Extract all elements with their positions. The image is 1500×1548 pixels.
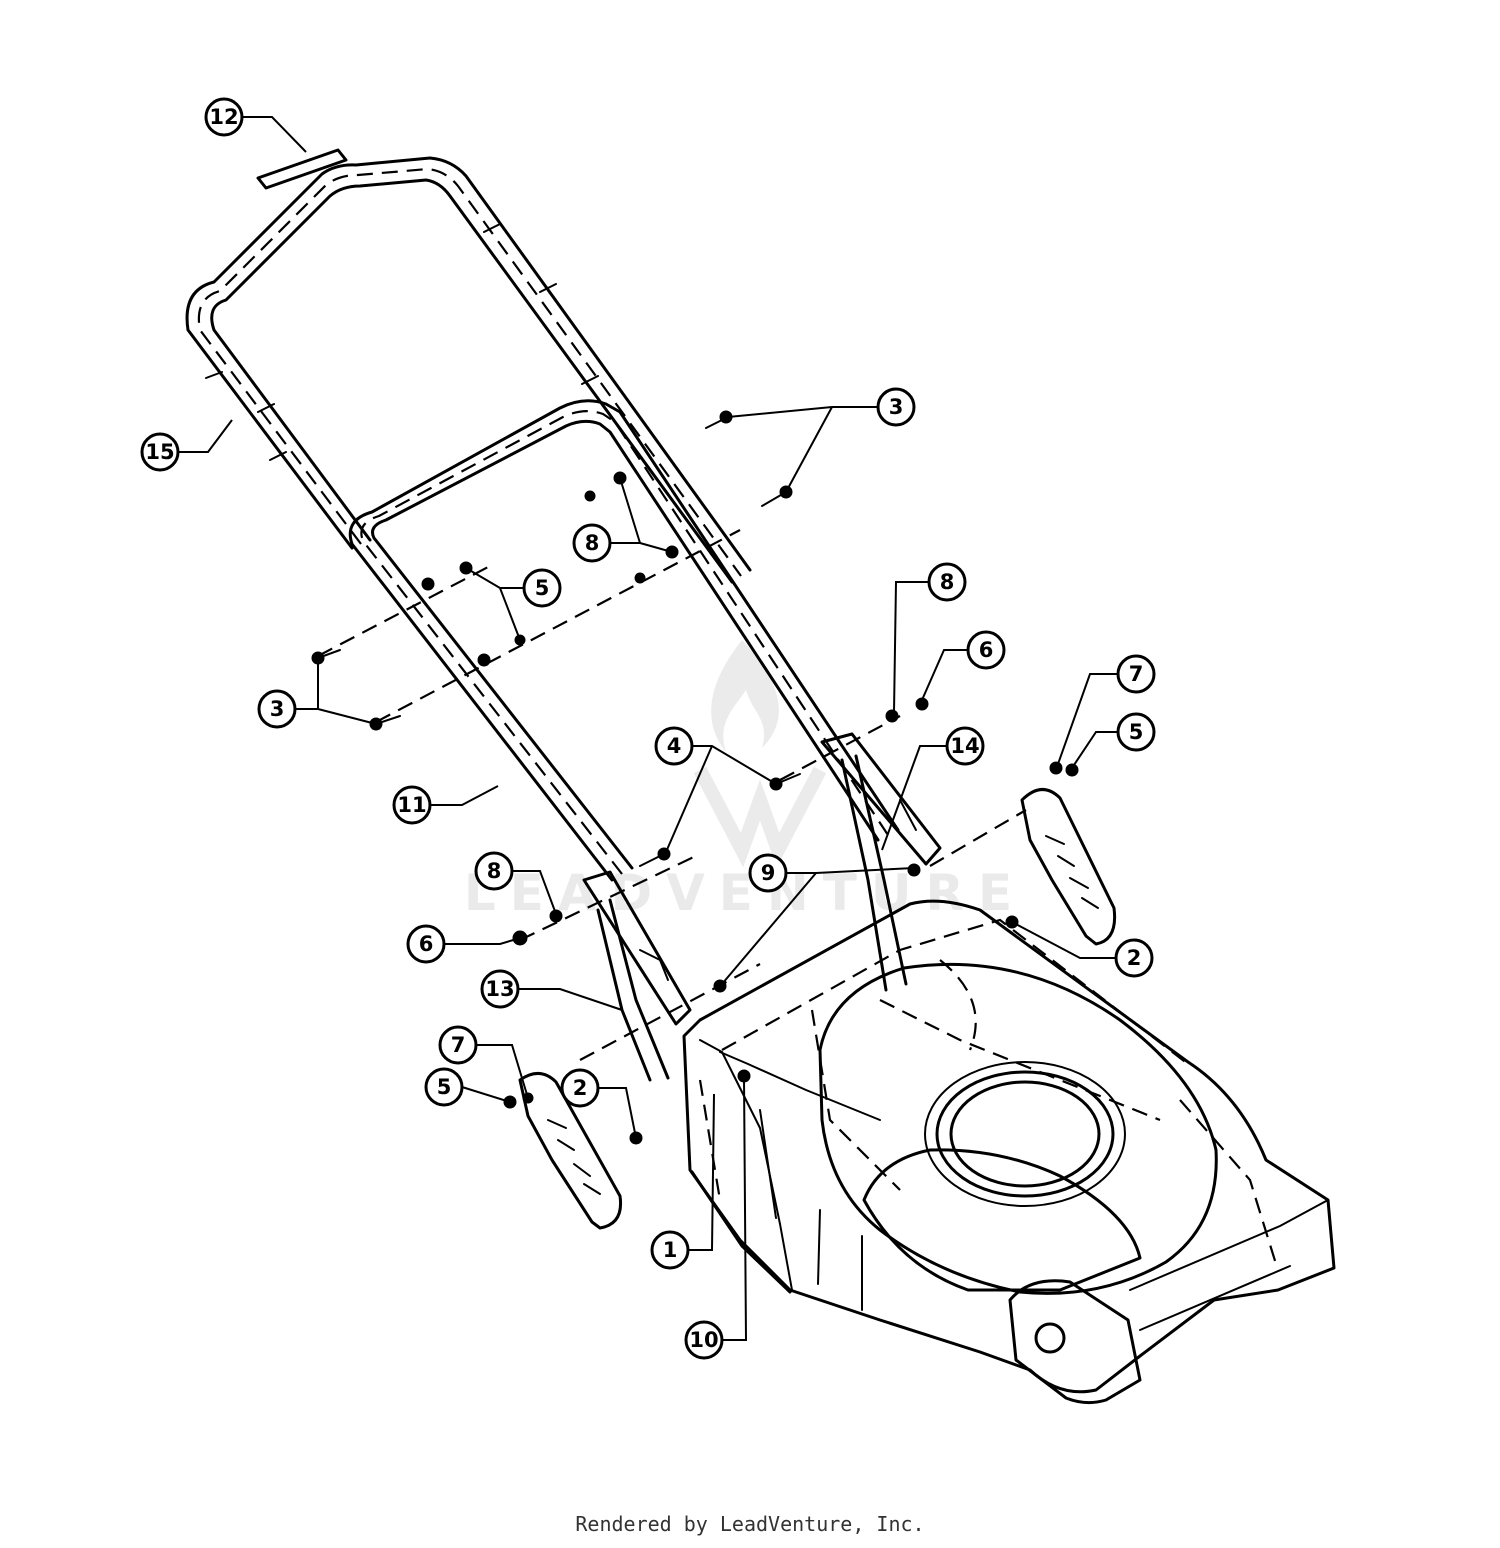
- callout-9: 9: [748, 853, 788, 893]
- svg-text:11: 11: [397, 793, 426, 817]
- callout-7-right: 7: [1116, 654, 1156, 694]
- callout-15: 15: [140, 432, 180, 472]
- svg-text:10: 10: [689, 1328, 718, 1352]
- svg-text:12: 12: [209, 105, 238, 129]
- callout-2-left: 2: [560, 1068, 600, 1108]
- svg-text:1: 1: [663, 1238, 678, 1262]
- callout-5-right: 5: [1116, 712, 1156, 752]
- watermark-flame-icon: [711, 640, 779, 752]
- svg-text:14: 14: [950, 734, 979, 758]
- callout-8-right: 8: [927, 562, 967, 602]
- part-lower-handle: [348, 399, 900, 882]
- svg-text:5: 5: [535, 576, 550, 600]
- part-handle-label: [256, 148, 348, 190]
- callout-6-left: 6: [406, 924, 446, 964]
- svg-text:6: 6: [979, 638, 994, 662]
- callout-4: 4: [654, 726, 694, 766]
- svg-text:3: 3: [889, 395, 904, 419]
- svg-text:13: 13: [485, 977, 514, 1001]
- part-height-adjuster-right: [1020, 788, 1117, 946]
- callout-3-top: 3: [876, 387, 916, 427]
- svg-text:2: 2: [1127, 946, 1142, 970]
- svg-text:8: 8: [487, 859, 502, 883]
- callout-5-left: 5: [424, 1067, 464, 1107]
- watermark: LEADVENTURE: [464, 640, 1012, 922]
- callout-13: 13: [480, 969, 520, 1009]
- part-height-adjuster-left: [518, 1072, 623, 1230]
- hardware: [311, 410, 1079, 1145]
- watermark-w-icon: [693, 766, 827, 868]
- svg-text:7: 7: [451, 1033, 466, 1057]
- svg-text:9: 9: [761, 861, 776, 885]
- callout-6-right: 6: [966, 630, 1006, 670]
- part-upper-handle: [185, 156, 752, 584]
- svg-text:7: 7: [1129, 662, 1144, 686]
- callout-1: 1: [650, 1230, 690, 1270]
- render-credit: Rendered by LeadVenture, Inc.: [575, 1512, 925, 1536]
- callout-12: 12: [204, 97, 244, 137]
- callout-11: 11: [392, 785, 432, 825]
- svg-text:4: 4: [667, 734, 682, 758]
- svg-text:8: 8: [940, 570, 955, 594]
- callout-5-top: 5: [522, 568, 562, 608]
- svg-text:3: 3: [270, 697, 285, 721]
- callout-2-right: 2: [1114, 938, 1154, 978]
- svg-text:2: 2: [573, 1076, 588, 1100]
- callout-7-left: 7: [438, 1025, 478, 1065]
- svg-text:15: 15: [145, 440, 174, 464]
- callout-8-left: 8: [474, 851, 514, 891]
- leader-lines: [178, 116, 1118, 1341]
- svg-text:5: 5: [437, 1075, 452, 1099]
- callout-8-top: 8: [572, 523, 612, 563]
- callout-3-left: 3: [257, 689, 297, 729]
- svg-text:5: 5: [1129, 720, 1144, 744]
- part-mower-deck: [682, 899, 1336, 1405]
- svg-text:6: 6: [419, 932, 434, 956]
- svg-text:8: 8: [585, 531, 600, 555]
- callout-14: 14: [945, 726, 985, 766]
- callout-10: 10: [684, 1320, 724, 1360]
- part-handle-bracket-right: [820, 732, 942, 992]
